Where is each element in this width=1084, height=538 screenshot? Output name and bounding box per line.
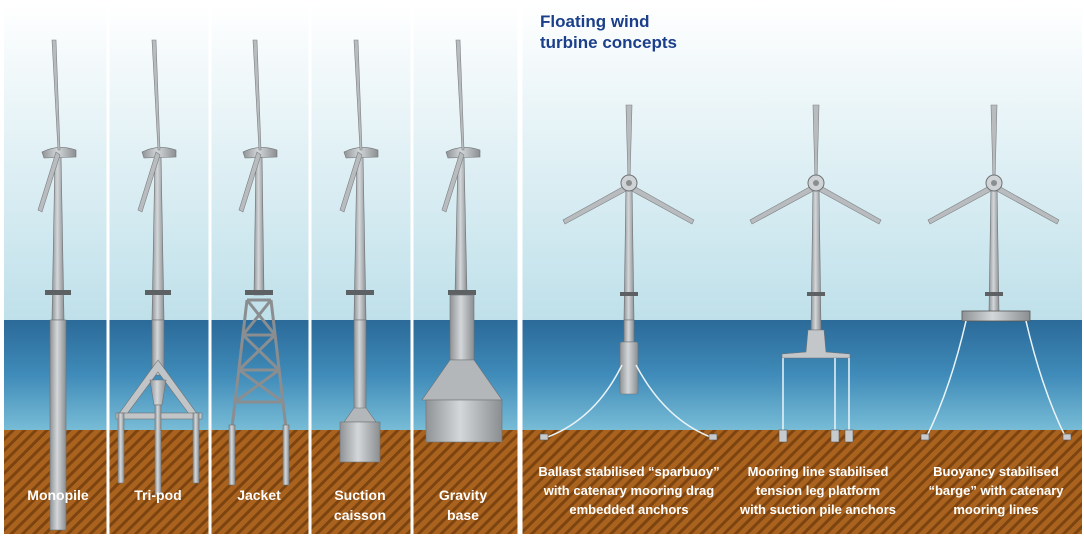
jacket-turbine <box>228 39 290 486</box>
label-tlp-3: with suction pile anchors <box>739 502 896 517</box>
label-monopile: Monopile <box>27 487 89 503</box>
label-barge-2: “barge” with catenary <box>928 483 1064 498</box>
label-barge-3: mooring lines <box>953 502 1038 517</box>
tripod-turbine <box>115 39 203 496</box>
tension-leg-platform-turbine <box>749 104 882 443</box>
label-tripod: Tri-pod <box>134 487 181 503</box>
label-tlp-1: Mooring line stabilised <box>748 464 889 479</box>
label-spar-1: Ballast stabilised “sparbuoy” <box>538 464 719 479</box>
floating-title: Floating wind turbine concepts <box>540 12 677 52</box>
label-suction-caisson-1: Suction <box>334 487 385 503</box>
title-line-2: turbine concepts <box>540 33 677 52</box>
label-spar-3: embedded anchors <box>569 502 688 517</box>
label-gravity-base-2: base <box>447 507 479 523</box>
barge-turbine <box>920 104 1072 441</box>
gravity-base-turbine <box>421 39 503 443</box>
monopile-turbine <box>37 39 77 531</box>
spar-buoy-turbine <box>539 104 718 441</box>
fixed-labels: Monopile Tri-pod Jacket Suction caisson … <box>27 487 487 523</box>
label-spar-2: with catenary mooring drag <box>543 483 715 498</box>
panel-dividers <box>106 0 523 538</box>
floating-panel-background <box>522 4 1082 534</box>
label-jacket: Jacket <box>237 487 281 503</box>
title-line-1: Floating wind <box>540 12 650 31</box>
label-suction-caisson-2: caisson <box>334 507 386 523</box>
label-tlp-2: tension leg platform <box>756 483 880 498</box>
label-barge-1: Buoyancy stabilised <box>933 464 1059 479</box>
suction-caisson-turbine <box>339 39 381 463</box>
floating-labels: Ballast stabilised “sparbuoy” with caten… <box>538 464 1064 517</box>
label-gravity-base-1: Gravity <box>439 487 487 503</box>
